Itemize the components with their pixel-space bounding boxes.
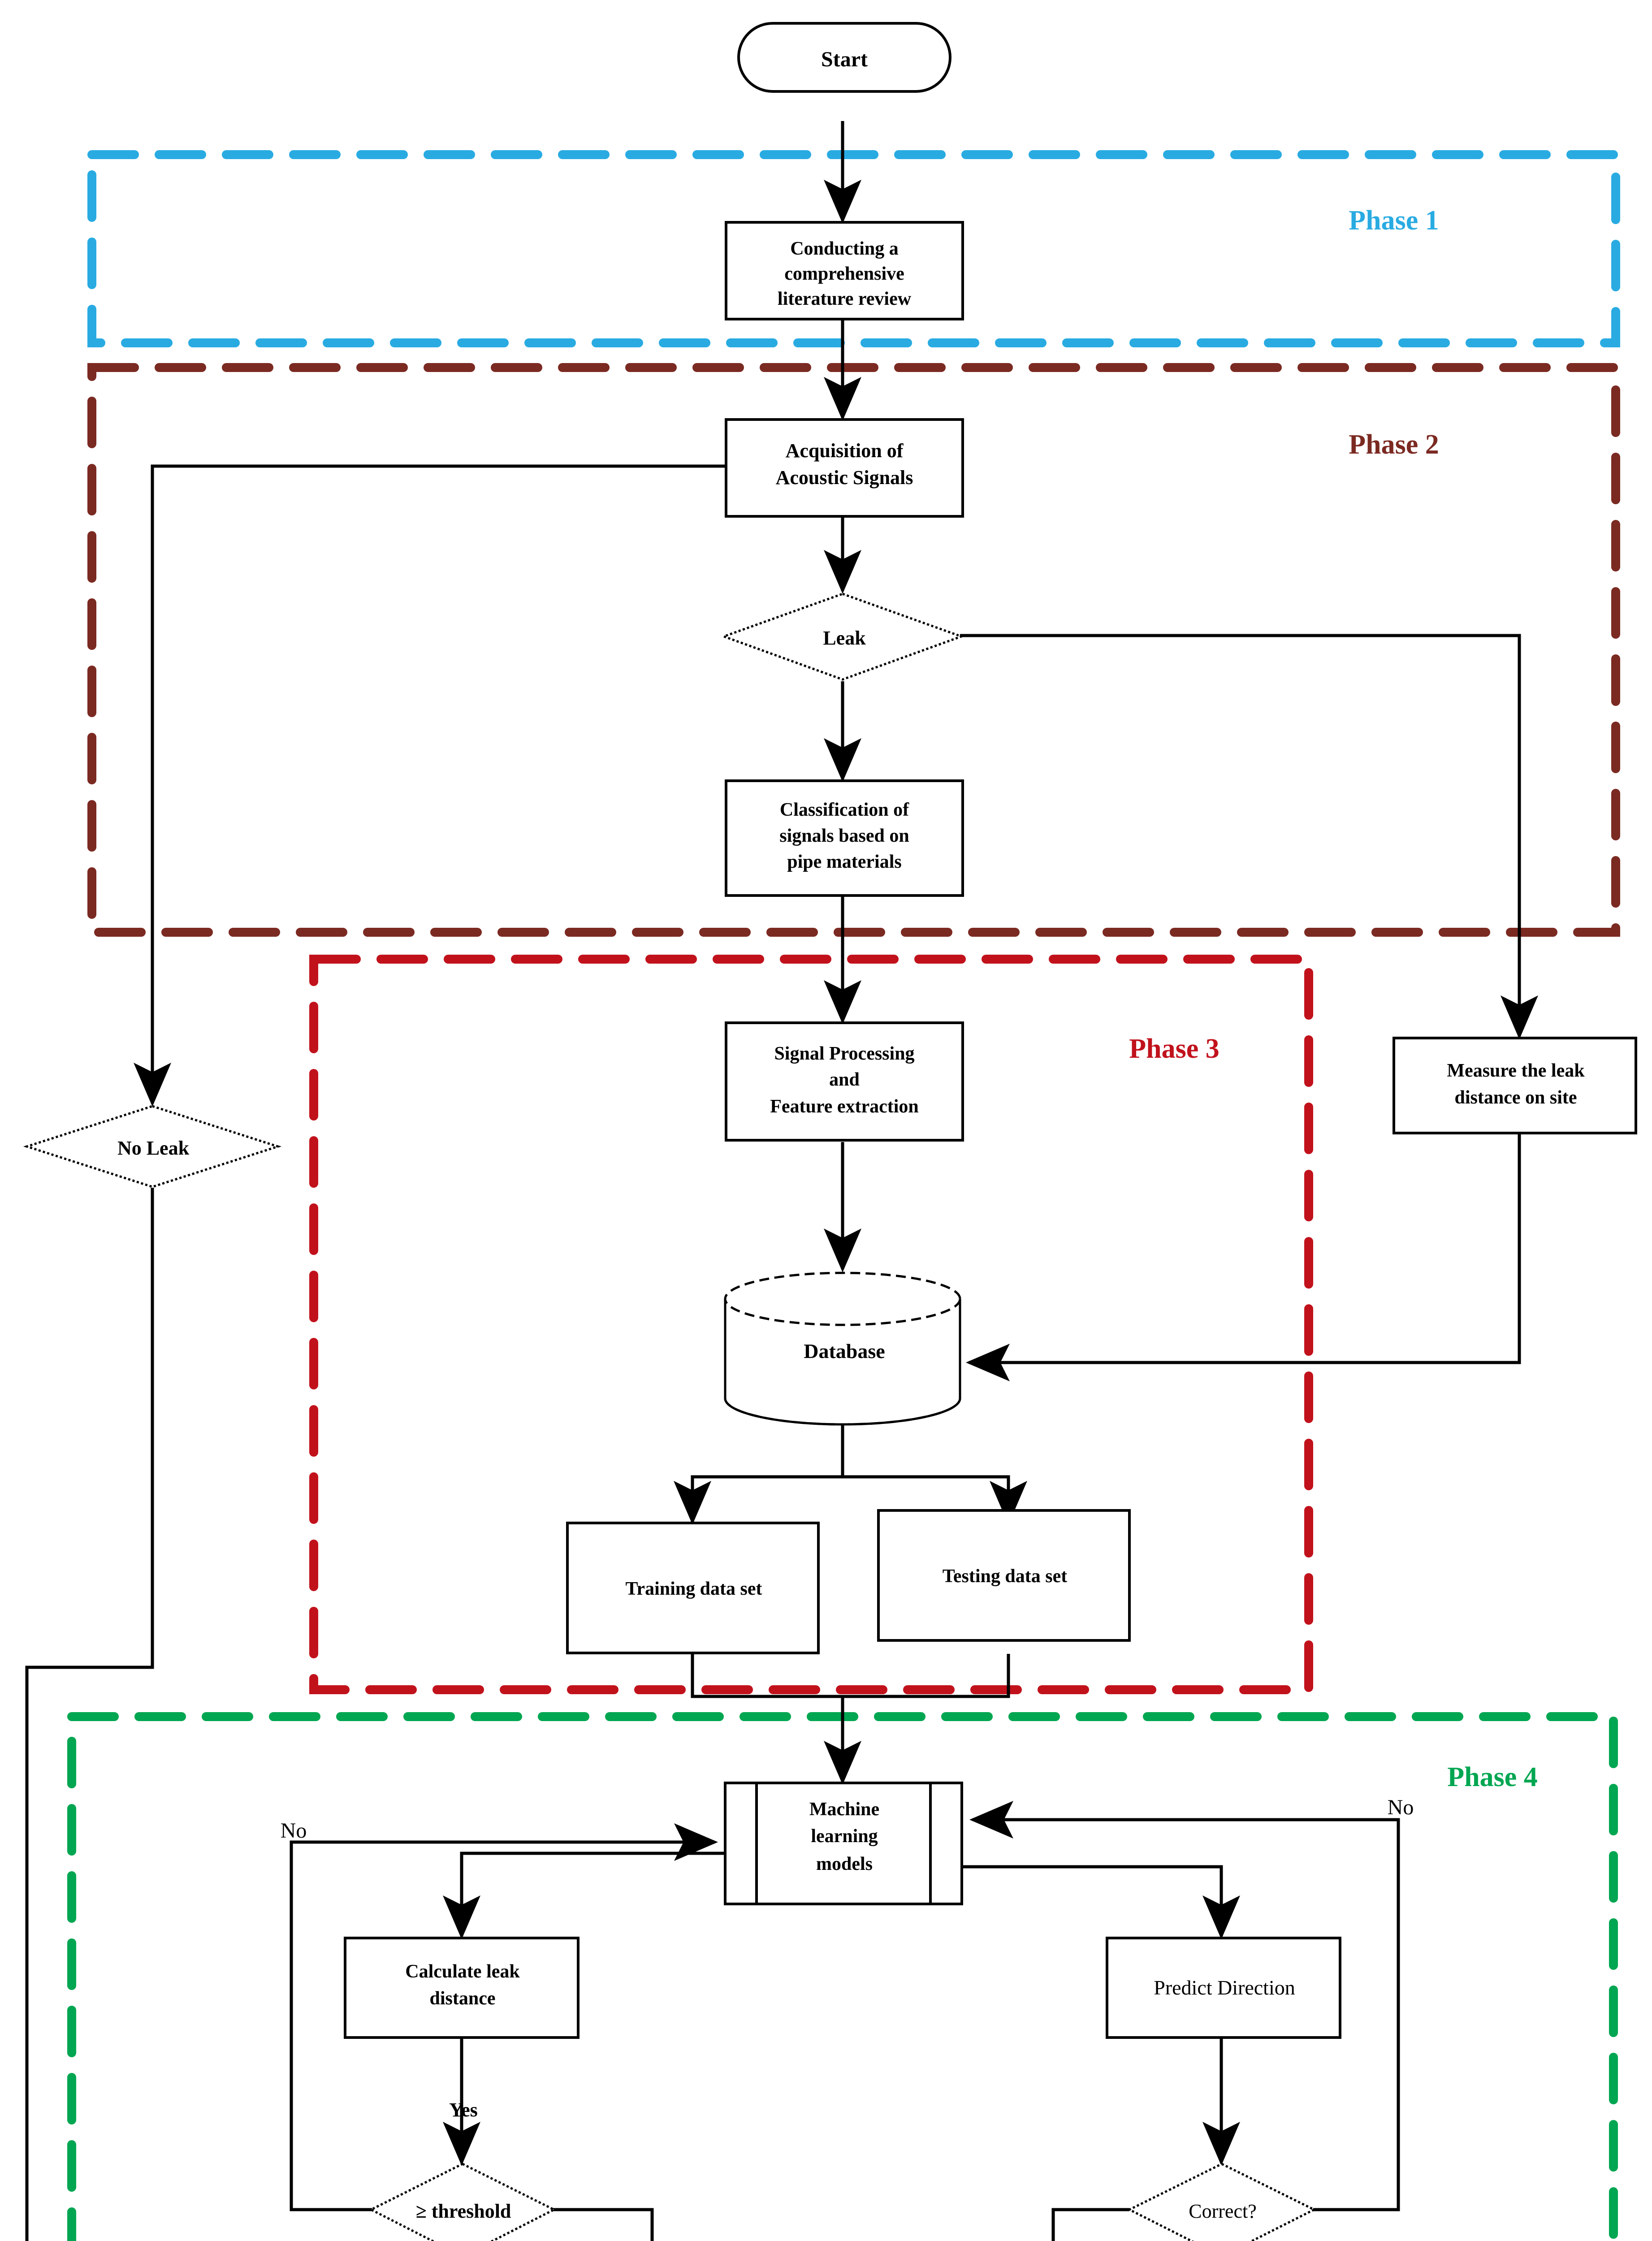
node-start[interactable]: Start [737, 22, 951, 93]
edge-measure-to-database [966, 1134, 1521, 1381]
phase-3-region [309, 955, 1313, 1694]
node-literature-line-3: literature review [778, 289, 912, 309]
node-ml-line-3: models [816, 1854, 873, 1874]
node-threshold-label: ≥ threshold [416, 2200, 511, 2222]
edge-leak-to-measure [960, 634, 1538, 1039]
node-calculate-leak-distance[interactable]: Calculate leak distance [344, 1937, 579, 2039]
node-database[interactable]: Database [724, 1272, 961, 1426]
node-no-leak-decision[interactable]: No Leak [23, 1105, 282, 1188]
node-signalproc-line-3: Feature extraction [770, 1096, 919, 1117]
node-calc-line-2: distance [430, 1988, 496, 2009]
node-acquisition-line-1: Acquisition of [786, 440, 904, 462]
node-signal-processing[interactable]: Signal Processing and Feature extraction [725, 1021, 964, 1142]
node-classification-line-2: signals based on [779, 826, 909, 846]
node-signalproc-line-2: and [829, 1069, 860, 1090]
phase-1-region [87, 150, 1620, 347]
node-machine-learning-models[interactable]: Machine learning models [724, 1782, 963, 1905]
node-literature-line-2: comprehensive [784, 264, 904, 284]
phase-4-label: Phase 4 [1447, 1762, 1538, 1792]
node-predict-direction[interactable]: Predict Direction [1106, 1937, 1341, 2039]
edge-label-correct-no: No [1388, 1795, 1414, 1819]
node-literature-line-1: Conducting a [790, 238, 899, 259]
node-classification-line-3: pipe materials [787, 852, 901, 872]
node-classification[interactable]: Classification of signals based on pipe … [725, 779, 964, 897]
node-start-label: Start [821, 48, 868, 71]
phase-1-label: Phase 1 [1349, 205, 1439, 236]
node-measure-leak-distance[interactable]: Measure the leak distance on site [1393, 1037, 1637, 1134]
node-testing-data-set[interactable]: Testing data set [877, 1509, 1131, 1642]
node-correct-label: Correct? [1189, 2200, 1256, 2222]
node-signalproc-line-1: Signal Processing [774, 1043, 914, 1064]
node-correct-decision[interactable]: Correct? [1127, 2163, 1317, 2241]
node-literature-review[interactable]: Conducting a comprehensive literature re… [725, 221, 964, 320]
node-no-leak-label: No Leak [117, 1137, 190, 1159]
node-database-label: Database [804, 1340, 885, 1363]
edge-label-threshold-yes: Yes [449, 2099, 478, 2121]
edge-label-threshold-no: No [281, 1819, 307, 1843]
phase-2-region [87, 363, 1620, 937]
phase-3-label: Phase 3 [1129, 1034, 1220, 1064]
node-acquisition-line-2: Acoustic Signals [776, 467, 913, 489]
edge-correct-no [969, 1801, 1400, 2211]
edge-correct-yes [1051, 2208, 1129, 2241]
edge-ml-to-predict [961, 1865, 1240, 1939]
phase-2-label: Phase 2 [1349, 429, 1439, 460]
node-classification-line-1: Classification of [780, 800, 909, 820]
node-measure-line-1: Measure the leak [1447, 1060, 1585, 1081]
node-training-label: Training data set [626, 1579, 762, 1599]
connector-layer [25, 121, 1538, 2241]
edge-testing-merge [843, 1654, 1010, 1698]
edge-ml-to-calc [443, 1852, 726, 1939]
node-training-data-set[interactable]: Training data set [566, 1522, 820, 1654]
node-ml-line-1: Machine [809, 1799, 879, 1820]
node-measure-line-2: distance on site [1455, 1087, 1577, 1108]
edge-noleak-to-end [25, 1188, 154, 2241]
node-testing-label: Testing data set [943, 1566, 1067, 1587]
node-ml-line-2: learning [811, 1826, 878, 1847]
edge-training-merge [691, 1654, 843, 1698]
node-leak-label: Leak [823, 627, 866, 649]
edge-threshold-to-accept [553, 2208, 654, 2241]
edge-acquisition-left-to-noleak [134, 464, 725, 1107]
node-threshold-decision[interactable]: ≥ threshold [368, 2163, 557, 2241]
node-leak-decision[interactable]: Leak [720, 593, 965, 681]
edge-threshold-no [290, 1823, 718, 2211]
node-predict-label: Predict Direction [1154, 1976, 1295, 1999]
node-calc-line-1: Calculate leak [405, 1961, 520, 1982]
node-acquisition[interactable]: Acquisition of Acoustic Signals [725, 418, 964, 518]
